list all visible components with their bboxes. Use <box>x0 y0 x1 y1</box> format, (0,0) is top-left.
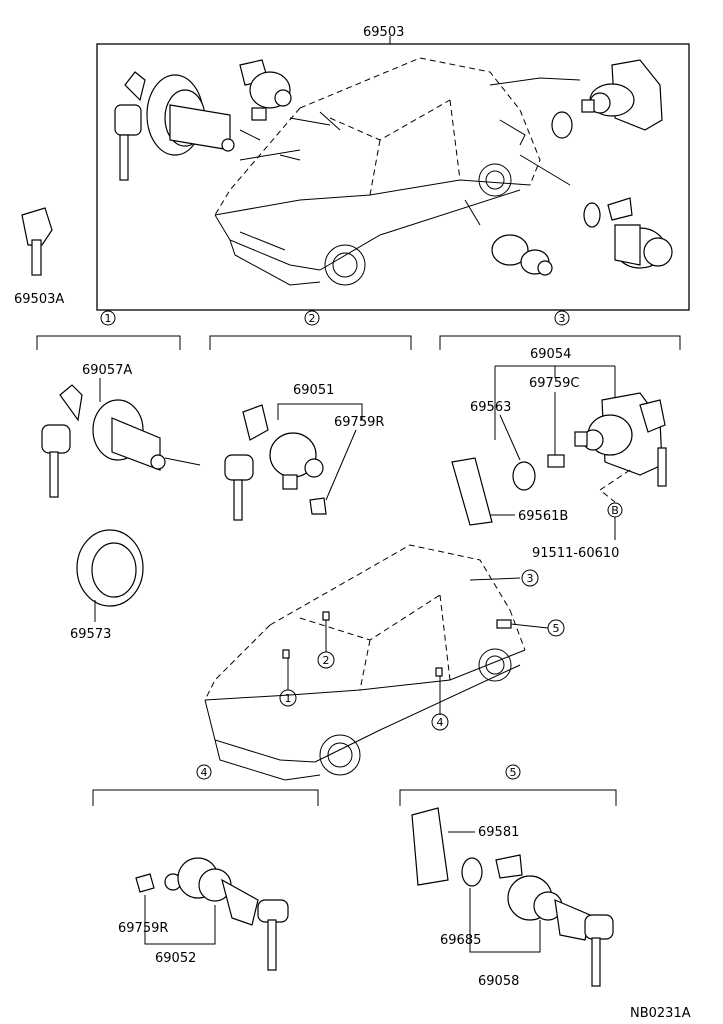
rear-cylinder-5 <box>411 807 614 987</box>
label-ignition-cylinder: 69057A <box>82 363 132 378</box>
ring <box>76 529 144 622</box>
door-cylinder-2 <box>224 404 327 521</box>
svg-text:4: 4 <box>201 766 208 779</box>
svg-text:3: 3 <box>527 572 534 585</box>
diagram-code: NB0231A <box>630 1006 691 1021</box>
car-callout-4: 4 <box>431 713 449 731</box>
section-1-header: 1 <box>36 310 181 350</box>
label-hatch-gasket: 69563 <box>470 400 511 415</box>
spare-key <box>21 207 53 276</box>
svg-text:5: 5 <box>553 622 560 635</box>
svg-text:4: 4 <box>437 716 444 729</box>
label-bolt: 91511-60610 <box>532 546 619 561</box>
hatch-lock-set <box>451 392 667 526</box>
svg-text:1: 1 <box>105 312 112 325</box>
car-callout-5: 5 <box>547 619 565 637</box>
label-door-cylinder-set: 69051 <box>293 383 334 398</box>
svg-text:B: B <box>611 504 619 517</box>
car-illustration-top <box>214 57 541 286</box>
label-cylinder-5: 69058 <box>478 974 519 989</box>
section-4-header: 4 <box>92 764 319 806</box>
svg-text:5: 5 <box>510 766 517 779</box>
label-spare-key: 69503A <box>14 292 64 307</box>
ignition-cylinder <box>41 384 201 498</box>
door-cylinder-4 <box>135 857 289 971</box>
car-illustration-middle <box>204 544 549 781</box>
svg-text:3: 3 <box>559 312 566 325</box>
label-ring: 69573 <box>70 627 111 642</box>
label-door-cylinder-4: 69052 <box>155 951 196 966</box>
car-callout-2: 2 <box>317 651 335 669</box>
label-retainer-2: 69759R <box>334 415 384 430</box>
door-cylinder-top <box>239 59 341 161</box>
car-callout-3: 3 <box>521 569 539 587</box>
hatch-lock-top <box>464 59 663 226</box>
label-retainer-4: 69759R <box>118 921 168 936</box>
assembly-box <box>96 43 690 311</box>
ignition-cylinder-top <box>114 71 261 181</box>
label-clip-5: 69581 <box>478 825 519 840</box>
label-hatch-set: 69054 <box>530 347 571 362</box>
car-callout-1: 1 <box>279 689 297 707</box>
section-3-header: 3 <box>439 310 681 350</box>
svg-text:1: 1 <box>285 692 292 705</box>
label-main-assembly: 69503 <box>363 25 404 40</box>
label-gasket-5: 69685 <box>440 933 481 948</box>
label-hatch-retainer: 69759C <box>529 376 579 391</box>
door-cylinder-side-top <box>491 197 673 276</box>
svg-text:2: 2 <box>309 312 316 325</box>
section-2-header: 2 <box>209 310 412 350</box>
section-5-header: 5 <box>399 764 617 806</box>
svg-text:2: 2 <box>323 654 330 667</box>
label-hatch-clip: 69561B <box>518 509 568 524</box>
